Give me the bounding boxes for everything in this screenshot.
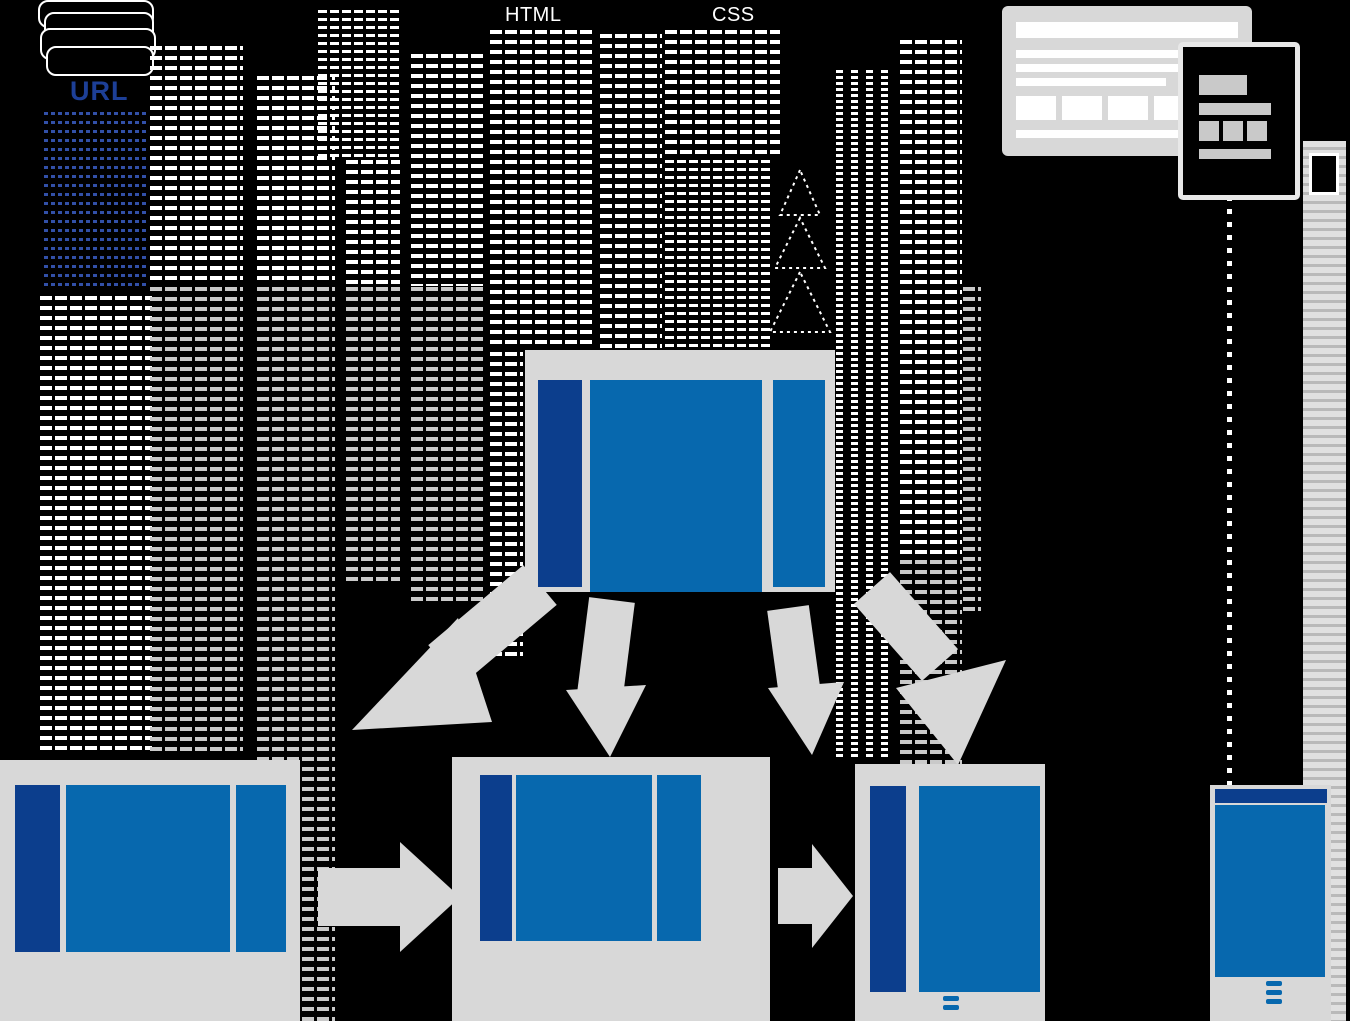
html-doc [490,30,595,350]
wireframe-bar [1199,149,1271,159]
script-strip [866,70,873,760]
script-strip [836,70,843,760]
wireframe-bar [1199,103,1271,115]
dotted-connector [1227,196,1232,786]
css-tree-icon [768,167,832,333]
render-frame-1 [0,760,300,1021]
page-content-block [1215,805,1325,977]
rendered-page-main [525,350,835,592]
source-doc [900,40,962,560]
source-doc [318,10,400,160]
page-content-block [590,380,762,592]
wireframe-cell [1247,121,1267,141]
page-aside-block [773,380,825,587]
url-doc [40,296,152,756]
flow-arrow-head [566,685,646,757]
wireframe-row [1016,64,1238,72]
html-label: HTML [505,4,562,26]
wireframe-cell [1062,96,1102,120]
wireframe-row [1016,50,1238,58]
flow-arrow [577,597,635,698]
page-content-block [66,785,230,952]
sequence-arrow-head [812,844,853,948]
source-doc [150,46,243,286]
css-label: CSS [712,4,755,26]
page-content-block [516,775,652,941]
css-doc [665,160,773,355]
render-frame-4 [1210,785,1331,1021]
wireframe-row [1016,130,1238,138]
source-doc-faded [150,287,243,757]
sequence-arrow-head [400,842,460,952]
wireframe-header-bar [1016,22,1238,38]
page-sidebar-block [480,775,512,941]
page-header-block [1215,789,1327,803]
render-frame-3 [855,764,1045,1021]
source-doc-faded [900,560,962,770]
page-sidebar-block [15,785,60,952]
source-doc [600,34,662,350]
film-strip-head [1309,153,1339,195]
wireframe-cell [1199,121,1219,141]
page-aside-block [236,785,286,952]
flow-arrow-head [768,682,844,755]
source-doc-faded [411,287,485,607]
page-content-block [919,786,1040,992]
scroll-indicator-icon [943,996,959,1010]
html-doc-tail [490,352,523,660]
page-aside-block [657,775,701,941]
scroll-indicator-icon [1266,981,1282,1004]
source-doc [346,160,400,286]
source-doc [411,54,485,286]
wireframe-row [1016,78,1166,86]
page-sidebar-block [538,380,582,587]
url-label: URL [66,76,133,107]
flow-arrow [767,605,821,698]
page-sidebar-block [870,786,906,992]
wireframe-cell [1016,96,1056,120]
source-doc-faded [963,287,981,617]
url-doc-blue-lines [44,112,148,292]
source-doc-faded [346,287,400,587]
css-doc [665,30,780,160]
wireframe-cell [1223,121,1243,141]
flow-arrow-head [352,618,492,730]
script-strip [881,70,888,760]
wireframe-cell [1108,96,1148,120]
render-frame-2 [452,757,770,1021]
sequence-arrow [778,868,816,924]
resource-stack-icon [46,46,154,76]
wireframe-block [1199,75,1247,95]
wireframe-page [1178,42,1300,200]
script-strip [851,70,858,760]
